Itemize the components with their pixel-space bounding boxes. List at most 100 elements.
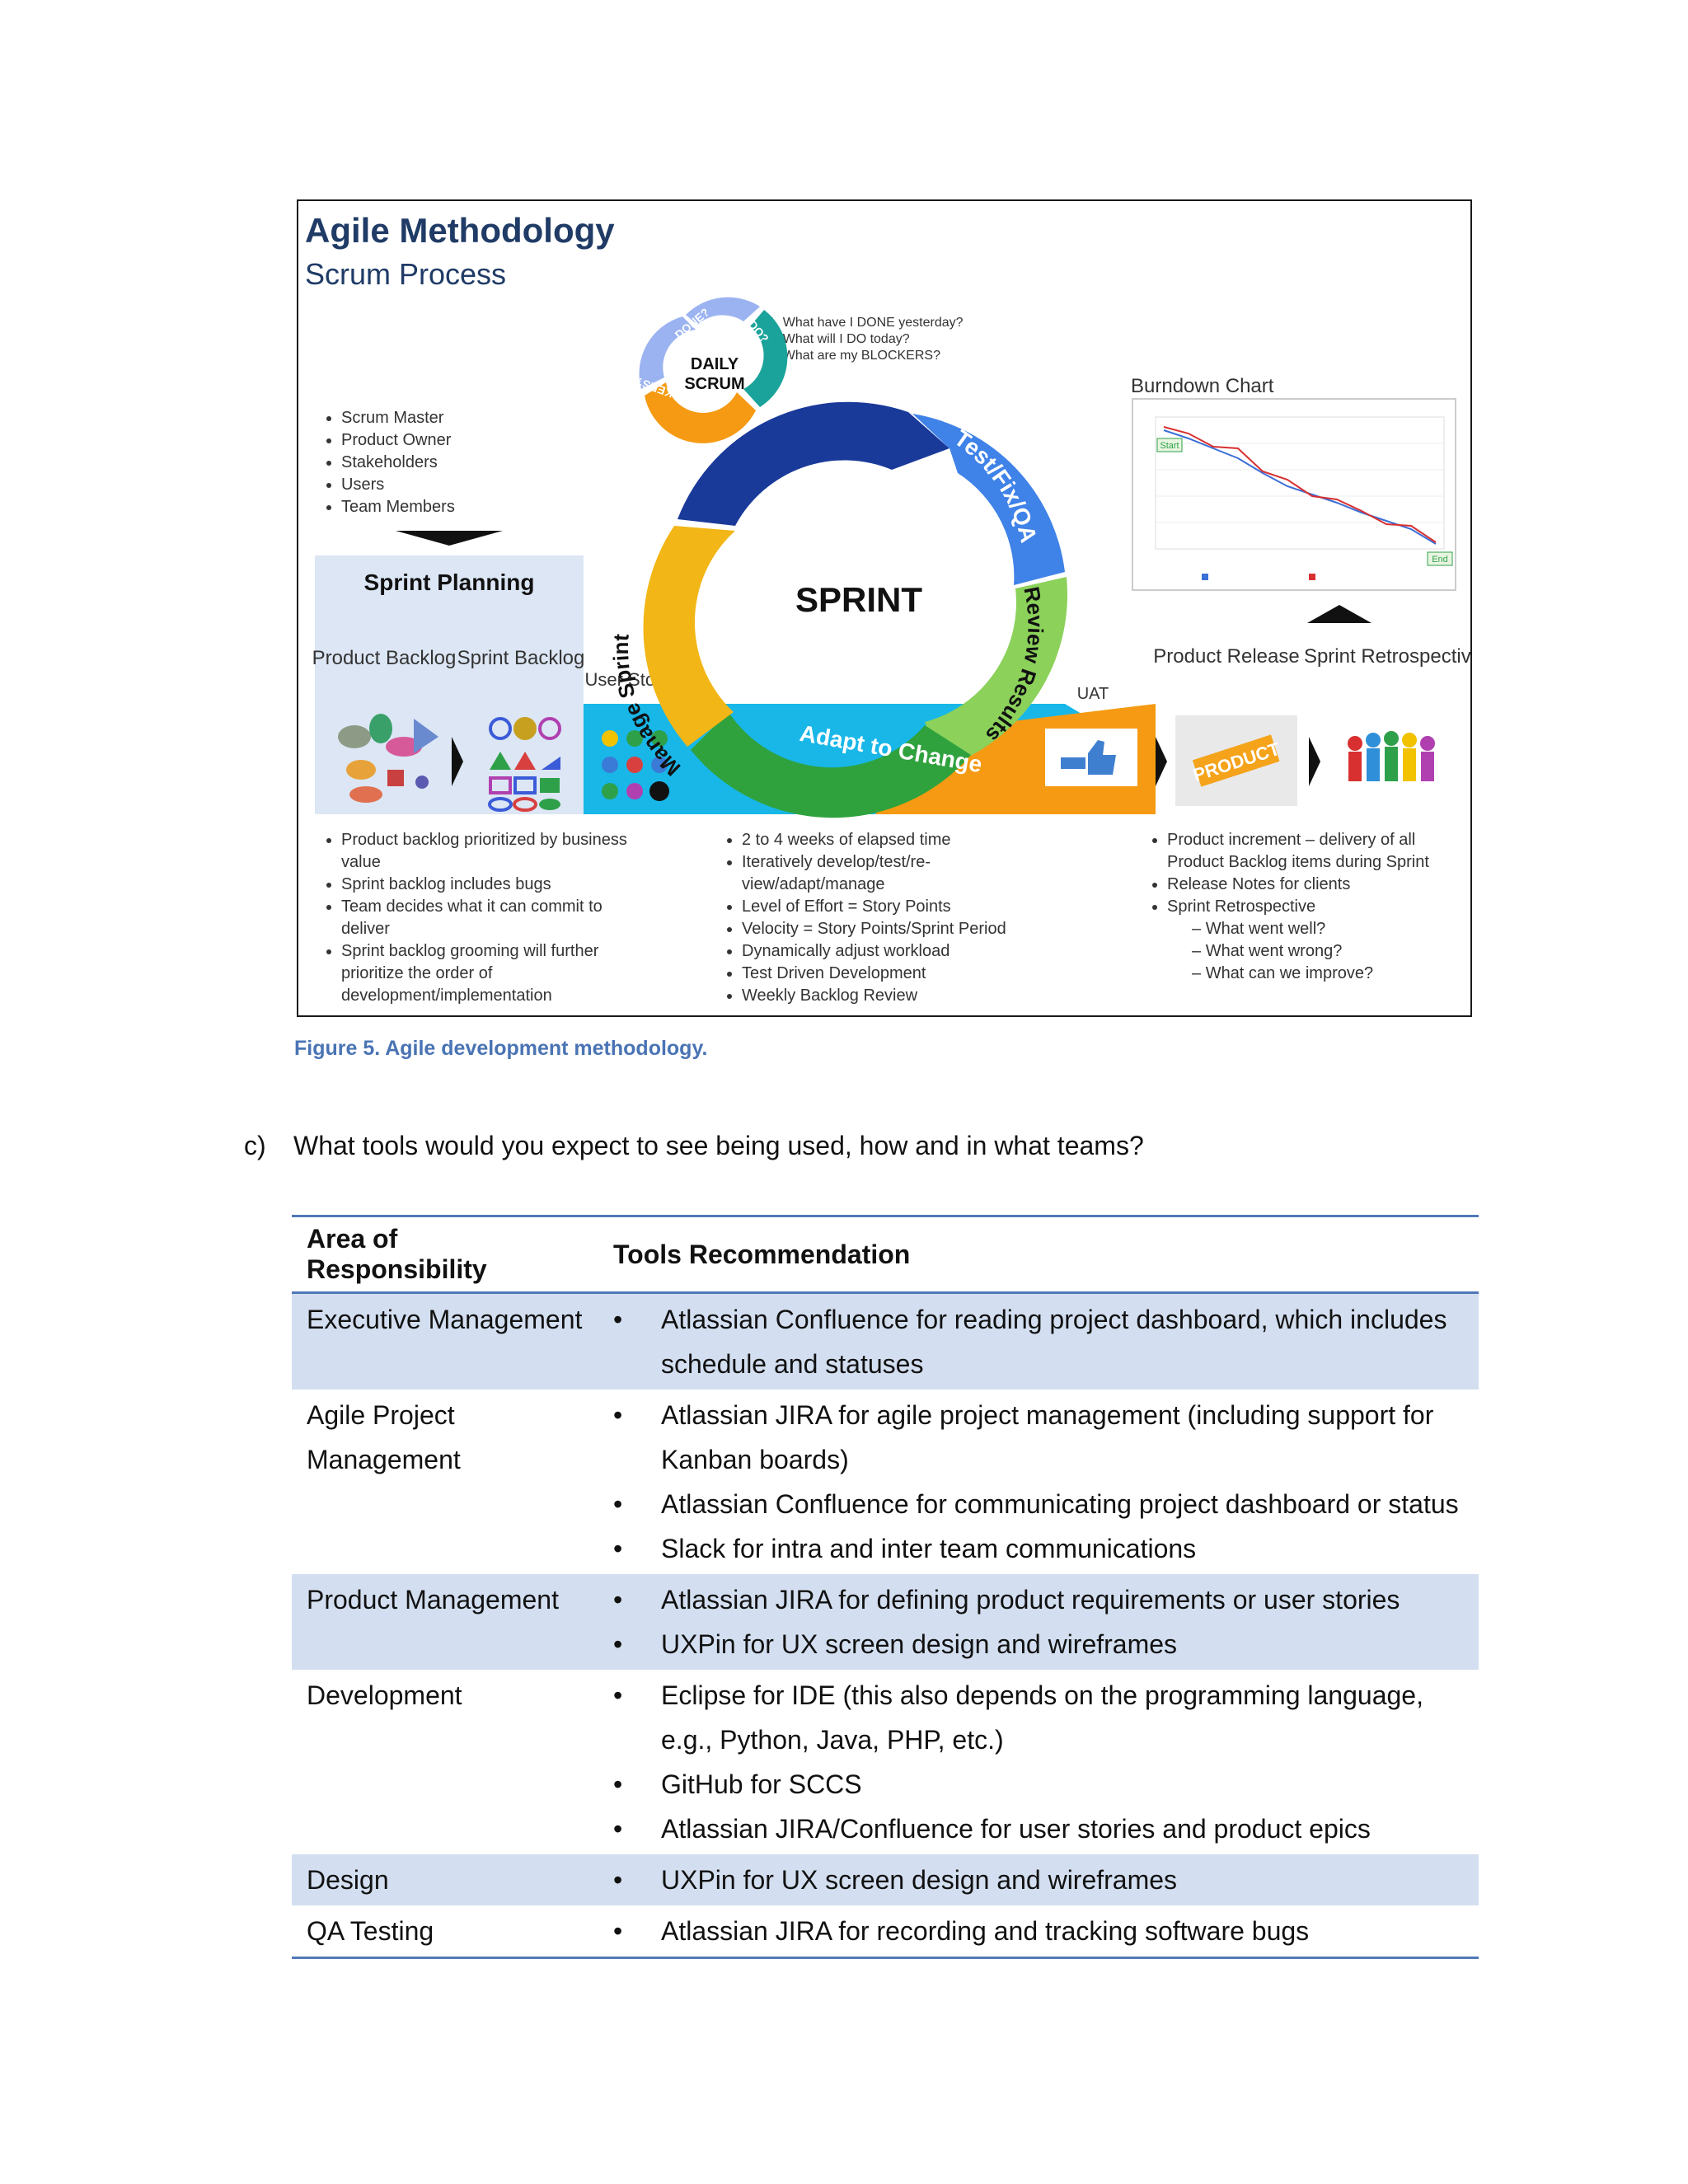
- tool-item: Atlassian Confluence for reading project…: [613, 1297, 1464, 1386]
- role-item: Team Members: [341, 496, 455, 518]
- arrow-up-icon: [1307, 605, 1372, 623]
- note-item: Release Notes for clients: [1167, 874, 1461, 896]
- agile-methodology-figure: Agile Methodology Scrum Process Scrum Ma…: [297, 199, 1472, 1017]
- tool-item: UXPin for UX screen design and wireframe…: [613, 1622, 1464, 1666]
- sprint-planning-label: Sprint Planning: [364, 569, 535, 595]
- tool-item: Atlassian JIRA for recording and trackin…: [613, 1909, 1464, 1953]
- sprint-backlog-label: Sprint Backlog: [457, 647, 585, 669]
- note-item: Level of Effort = Story Points: [742, 896, 1052, 918]
- table-row: Product Management Atlassian JIRA for de…: [292, 1574, 1479, 1670]
- daily-scrum-ring: DAILY SCRUM DONE? DO? BLOCKERS?: [634, 297, 788, 443]
- product-backlog-label: Product Backlog: [312, 647, 457, 669]
- note-item: Velocity = Story Points/Sprint Period: [742, 918, 1052, 940]
- daily-scrum-label-2: SCRUM: [684, 375, 744, 393]
- burndown-start-label: Start: [1160, 441, 1179, 451]
- chevron-right-icon: [1156, 737, 1167, 786]
- figure-title: Agile Methodology: [305, 211, 615, 250]
- daily-question: 2. What will I DO today?: [768, 332, 910, 346]
- sprint-center-label: SPRINT: [795, 580, 922, 619]
- note-item: Sprint backlog includes bugs: [341, 874, 635, 896]
- tool-item: Slack for intra and inter team communica…: [613, 1526, 1464, 1571]
- sub-note: What went wrong?: [1205, 942, 1343, 960]
- daily-scrum-label-1: DAILY: [691, 355, 739, 373]
- tool-item: GitHub for SCCS: [613, 1762, 1464, 1807]
- tools-table: Area of Responsibility Tools Recommendat…: [292, 1215, 1479, 1959]
- area-cell: QA Testing: [292, 1905, 598, 1959]
- sprint-retrospective-label: Sprint Retrospective: [1304, 645, 1470, 668]
- note-item: Test Driven Development: [742, 963, 1052, 985]
- note-item: Weekly Backlog Review: [742, 985, 1052, 1007]
- note-item: Iteratively develop/test/re-view/adapt/m…: [742, 851, 1052, 896]
- chevron-right-icon: [452, 737, 463, 786]
- question-text: What tools would you expect to see being…: [293, 1131, 1144, 1160]
- review-segment: [925, 577, 1068, 770]
- table-header-row: Area of Responsibility Tools Recommendat…: [292, 1215, 1479, 1294]
- sprint-backlog-shapes-icon: [488, 717, 561, 812]
- sub-note: What can we improve?: [1205, 964, 1374, 982]
- table-row: Development Eclipse for IDE (this also d…: [292, 1670, 1479, 1854]
- role-item: Scrum Master: [341, 407, 455, 429]
- tool-item: Atlassian JIRA for defining product requ…: [613, 1577, 1464, 1622]
- tools-cell: UXPin for UX screen design and wireframe…: [598, 1854, 1479, 1905]
- test-segment: [912, 414, 1065, 585]
- question-c: c) What tools would you expect to see bei…: [244, 1131, 1144, 1161]
- product-release-label: Product Release: [1153, 645, 1299, 668]
- notes-sprint: 2 to 4 weeks of elapsed time Iteratively…: [722, 829, 1052, 1007]
- chevron-right-icon: [1309, 737, 1320, 786]
- role-item: Stakeholders: [341, 452, 455, 474]
- scrum-diagram: Sprint Planning Product Backlog Sprint B…: [312, 297, 1470, 818]
- note-item: Dynamically adjust workload: [742, 940, 1052, 963]
- notes-planning: Product backlog prioritized by business …: [321, 829, 635, 1007]
- table-row: Executive Management Atlassian Confluenc…: [292, 1292, 1479, 1390]
- note-item: 2 to 4 weeks of elapsed time: [742, 829, 1052, 851]
- thumbs-up-icon: [1061, 740, 1116, 775]
- retrospective-people-icon: [1348, 731, 1435, 781]
- note-item: Product increment – delivery of all Prod…: [1167, 829, 1461, 874]
- table-row: Design UXPin for UX screen design and wi…: [292, 1854, 1479, 1905]
- adapt-segment: [691, 712, 971, 818]
- area-cell: Design: [292, 1854, 598, 1905]
- tool-item: Atlassian JIRA for agile project managem…: [613, 1393, 1464, 1482]
- tool-item: Atlassian JIRA/Confluence for user stori…: [613, 1807, 1464, 1851]
- notes-release: Product increment – delivery of all Prod…: [1147, 829, 1461, 985]
- table-row: Agile Project Management Atlassian JIRA …: [292, 1390, 1479, 1574]
- role-item: Users: [341, 474, 455, 496]
- user-stories-tile-icon: [602, 730, 669, 801]
- area-cell: Executive Management: [292, 1292, 598, 1390]
- note-item: Team decides what it can commit to deliv…: [341, 896, 635, 940]
- tool-item: UXPin for UX screen design and wireframe…: [613, 1858, 1464, 1902]
- role-item: Product Owner: [341, 429, 455, 452]
- question-label: c): [244, 1131, 266, 1160]
- daily-question: 3. What are my BLOCKERS?: [768, 349, 940, 363]
- burndown-end-label: End: [1432, 555, 1448, 565]
- header-area: Area of Responsibility: [292, 1215, 598, 1294]
- tools-cell: Atlassian JIRA for defining product requ…: [598, 1574, 1479, 1670]
- sub-note: What went well?: [1205, 920, 1326, 938]
- manage-segment: [643, 526, 735, 747]
- note-item: Sprint Retrospective – What went well? –…: [1167, 896, 1461, 985]
- area-cell: Agile Project Management: [307, 1400, 461, 1474]
- area-cell: Product Management: [292, 1574, 598, 1670]
- arrow-down-icon: [396, 531, 503, 546]
- roles-list: Scrum Master Product Owner Stakeholders …: [321, 407, 455, 518]
- tools-cell: Atlassian JIRA for recording and trackin…: [598, 1905, 1479, 1959]
- tools-cell: Atlassian Confluence for reading project…: [598, 1292, 1479, 1390]
- uat-label: UAT: [1077, 685, 1109, 703]
- table-row: QA Testing Atlassian JIRA for recording …: [292, 1905, 1479, 1959]
- daily-scrum-questions: 1. What have I DONE yesterday? 2. What w…: [768, 315, 964, 364]
- actual-line: [1163, 426, 1437, 543]
- tool-item: Eclipse for IDE (this also depends on th…: [613, 1673, 1464, 1762]
- tools-cell: Eclipse for IDE (this also depends on th…: [598, 1670, 1479, 1854]
- product-backlog-shapes-icon: [338, 714, 438, 803]
- burndown-frame: [1132, 398, 1456, 591]
- figure-caption: Figure 5. Agile development methodology.: [294, 1037, 708, 1060]
- burndown-title: Burndown Chart: [1131, 375, 1274, 397]
- note-item: Product backlog prioritized by business …: [341, 829, 635, 874]
- tools-cell: Atlassian JIRA for agile project managem…: [598, 1390, 1479, 1574]
- ideal-line: [1163, 429, 1437, 545]
- area-cell: Development: [307, 1680, 462, 1710]
- tool-item: Atlassian Confluence for communicating p…: [613, 1482, 1464, 1526]
- note-text: Sprint Retrospective: [1167, 898, 1316, 916]
- header-tools: Tools Recommendation: [598, 1215, 1479, 1294]
- burndown-chart: Burndown Chart Start End: [1131, 375, 1456, 591]
